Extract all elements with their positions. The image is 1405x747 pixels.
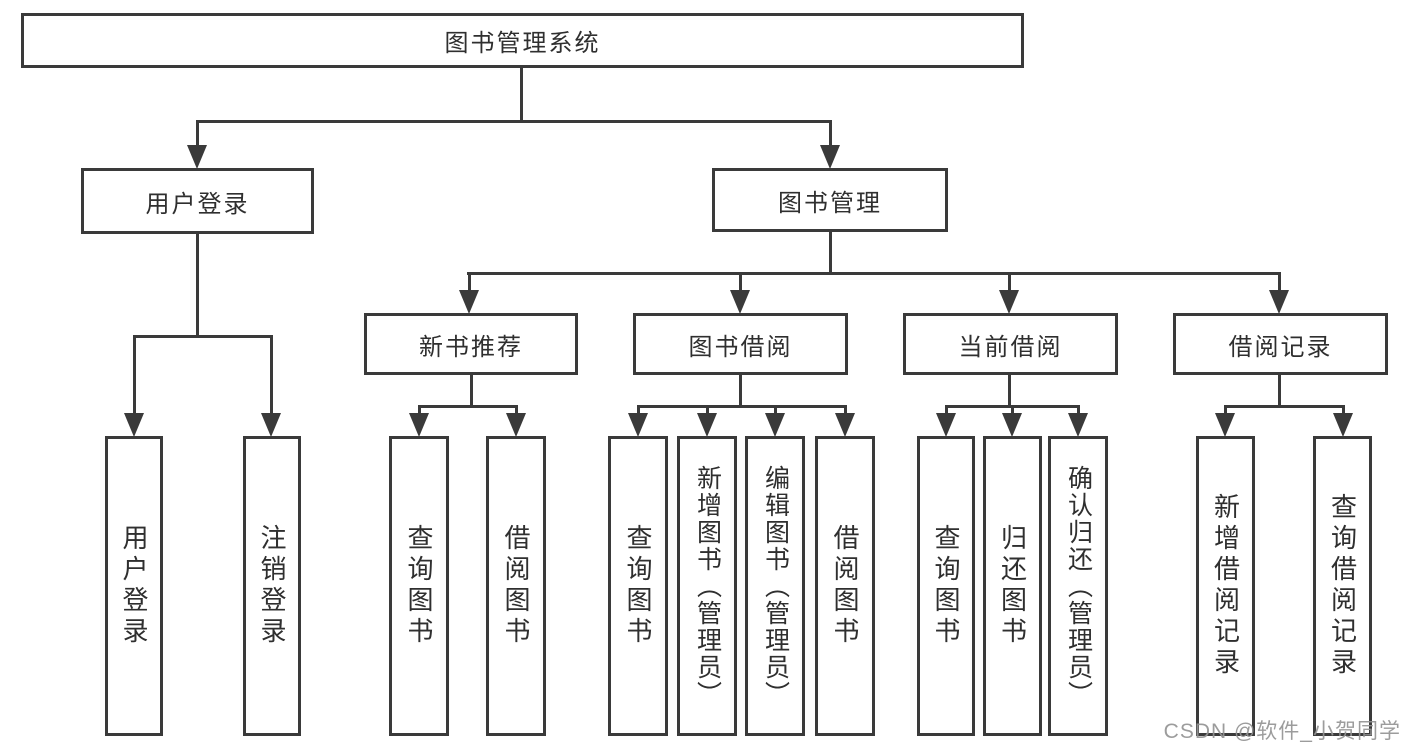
connector-line — [844, 408, 847, 414]
connector-line — [270, 338, 273, 414]
connector-line — [418, 408, 421, 414]
arrowhead-down — [1333, 413, 1353, 437]
leaf-query-books-recommend: 查询图书 — [389, 436, 449, 736]
connector-line — [1278, 275, 1281, 291]
leaf-user-login: 用户登录 — [105, 436, 163, 736]
connector-line — [418, 405, 518, 408]
connector-line — [774, 408, 777, 414]
arrowhead-down — [409, 413, 429, 437]
arrowhead-down — [1269, 290, 1289, 314]
leaf-borrow-books-recommend: 借阅图书 — [486, 436, 546, 736]
connector-line — [467, 272, 1281, 275]
connector-line — [1077, 408, 1080, 414]
node-borrowing-records: 借阅记录 — [1173, 313, 1388, 375]
connector-line — [739, 275, 742, 291]
leaf-add-borrow-record: 新增借阅记录 — [1196, 436, 1255, 736]
connector-line — [1008, 375, 1011, 408]
node-book-borrowing: 图书借阅 — [633, 313, 848, 375]
connector-line — [1008, 275, 1011, 291]
arrowhead-down — [459, 290, 479, 314]
connector-line — [829, 122, 832, 148]
node-library-system: 图书管理系统 — [21, 13, 1024, 68]
arrowhead-down — [1215, 413, 1235, 437]
arrowhead-down — [187, 145, 207, 169]
arrowhead-down — [697, 413, 717, 437]
node-book-management: 图书管理 — [712, 168, 948, 232]
leaf-query-borrow-record: 查询借阅记录 — [1313, 436, 1372, 736]
connector-line — [520, 68, 523, 123]
arrowhead-down — [1068, 413, 1088, 437]
connector-line — [637, 405, 847, 408]
connector-line — [1342, 408, 1345, 414]
node-new-book-recommend: 新书推荐 — [364, 313, 578, 375]
arrowhead-down — [506, 413, 526, 437]
node-current-borrowing: 当前借阅 — [903, 313, 1118, 375]
leaf-edit-book-admin: 编辑图书（管理员） — [745, 436, 805, 736]
connector-line — [739, 375, 742, 408]
connector-line — [196, 234, 199, 338]
arrowhead-down — [765, 413, 785, 437]
connector-line — [945, 405, 1080, 408]
connector-line — [706, 408, 709, 414]
arrowhead-down — [261, 413, 281, 437]
connector-line — [468, 275, 471, 291]
connector-line — [196, 122, 199, 148]
connector-line — [637, 408, 640, 414]
leaf-query-books-borrowing: 查询图书 — [608, 436, 668, 736]
arrowhead-down — [999, 290, 1019, 314]
connector-line — [470, 375, 473, 408]
node-user-login: 用户登录 — [81, 168, 314, 234]
connector-line — [1224, 405, 1345, 408]
leaf-borrow-books: 借阅图书 — [815, 436, 875, 736]
arrowhead-down — [730, 290, 750, 314]
arrowhead-down — [835, 413, 855, 437]
connector-line — [133, 335, 273, 338]
arrowhead-down — [1002, 413, 1022, 437]
arrowhead-down — [628, 413, 648, 437]
connector-line — [945, 408, 948, 414]
connector-line — [133, 338, 136, 414]
leaf-query-books-current: 查询图书 — [917, 436, 975, 736]
arrowhead-down — [936, 413, 956, 437]
leaf-logout: 注销登录 — [243, 436, 301, 736]
leaf-return-books: 归还图书 — [983, 436, 1042, 736]
arrowhead-down — [820, 145, 840, 169]
connector-line — [829, 232, 832, 275]
arrowhead-down — [124, 413, 144, 437]
leaf-add-book-admin: 新增图书（管理员） — [677, 436, 737, 736]
connector-line — [1278, 375, 1281, 408]
leaf-confirm-return-admin: 确认归还（管理员） — [1048, 436, 1108, 736]
connector-line — [515, 408, 518, 414]
connector-line — [1011, 408, 1014, 414]
connector-line — [1224, 408, 1227, 414]
connector-line — [196, 120, 832, 123]
watermark: CSDN @软件_小贺同学 — [1163, 720, 1401, 743]
